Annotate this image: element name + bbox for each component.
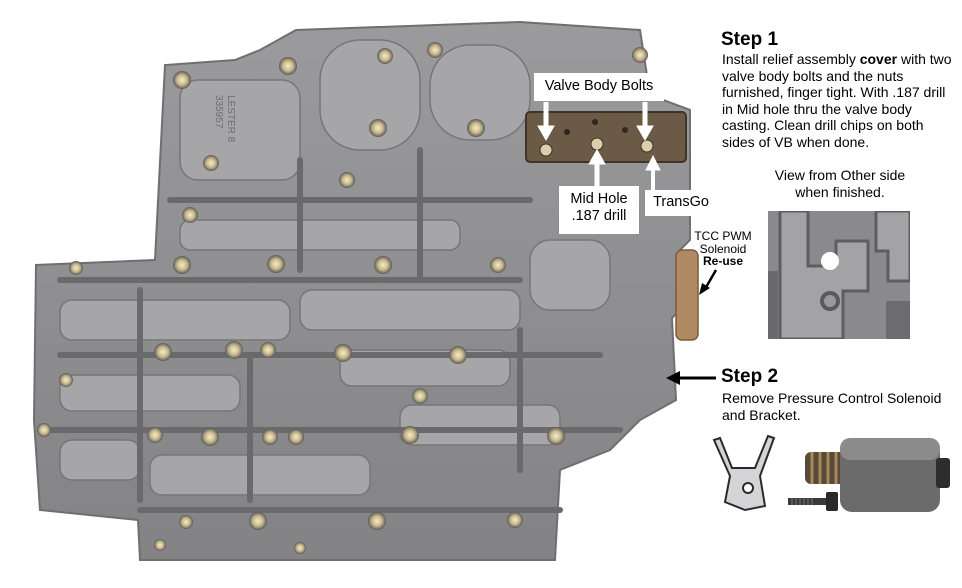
transgo-label: TransGo	[645, 190, 717, 216]
relief-cover-plate	[525, 111, 687, 163]
mid-hole-label-line2: .187 drill	[571, 208, 627, 224]
svg-text:LESTER 8: LESTER 8	[225, 95, 236, 143]
mid-hole-label-line1: Mid Hole	[570, 191, 628, 207]
tcc-pwm-solenoid	[675, 249, 699, 341]
step2-title: Step 2	[721, 366, 779, 387]
bolt-holes	[37, 42, 648, 554]
step1-instructions: Install relief assembly cover with two v…	[722, 51, 958, 150]
bolt-icon	[788, 492, 838, 511]
view-caption-line2: when finished.	[795, 183, 885, 200]
step2-instructions: Remove Pressure Control Solenoid and Bra…	[722, 390, 942, 423]
step1-title: Step 1	[721, 29, 779, 50]
drilled-hole	[821, 252, 839, 270]
svg-text:335957: 335957	[213, 95, 224, 129]
step1-text-b: with two valve body bolts and the nuts f…	[722, 51, 952, 150]
mid-hole-label: Mid Hole .187 drill	[559, 186, 639, 234]
step1-text-a: Install relief assembly	[722, 51, 860, 67]
valve-body-casting: LESTER 8 335957	[32, 20, 699, 561]
pressure-control-solenoid-photo	[712, 434, 950, 512]
other-side-inset-photo	[768, 211, 910, 339]
step1-text-bold: cover	[859, 51, 898, 67]
step2-arrow-icon	[666, 371, 716, 385]
tcc-label-line2: Solenoid	[699, 241, 747, 256]
bracket-icon	[712, 434, 776, 512]
view-other-side-caption: View from Other side when finished.	[760, 167, 920, 200]
valve-body-bolts-label: Valve Body Bolts	[534, 73, 664, 101]
tcc-label-line1: TCC PWM	[694, 229, 752, 243]
tcc-arrow-icon	[699, 269, 718, 295]
view-caption-line1: View from Other side	[774, 167, 906, 183]
solenoid-icon	[805, 438, 950, 512]
tcc-label-line3: Re-use	[702, 254, 743, 268]
tcc-pwm-solenoid-label: TCC PWM Solenoid Re-use	[692, 230, 754, 268]
